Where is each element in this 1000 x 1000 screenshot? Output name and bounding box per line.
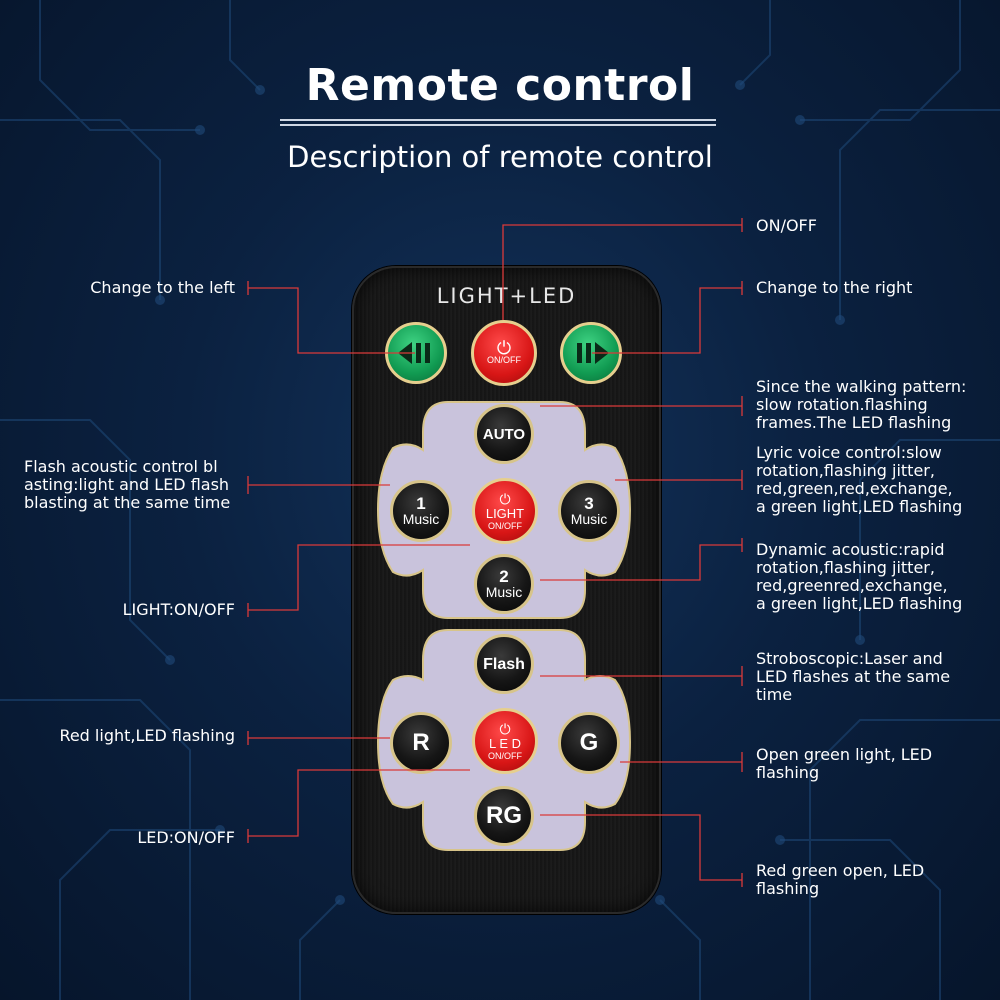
g-button[interactable]: G <box>558 712 620 774</box>
music3-button[interactable]: 3 Music <box>558 480 620 542</box>
rg-button[interactable]: RG <box>474 786 534 846</box>
flash-button-label: Flash <box>483 655 525 673</box>
led-button-sublabel: ON/OFF <box>488 750 522 761</box>
led-power-icon: ⏻ <box>499 720 511 737</box>
label-lyric: Lyric voice control:slow rotation,flashi… <box>756 444 996 516</box>
label-lyric-line: a green light,LED flashing <box>756 497 963 516</box>
label-strobe: Stroboscopic:Laser and LED flashes at th… <box>756 650 996 704</box>
label-flash-acoustic: Flash acoustic control bl asting:light a… <box>24 458 246 512</box>
r-button-label: R <box>412 729 430 756</box>
label-lyric-line: rotation,flashing jitter, <box>756 461 935 480</box>
label-strobe-line: Stroboscopic:Laser and <box>756 649 943 668</box>
label-light-on-off: LIGHT:ON/OFF <box>122 600 235 619</box>
title-divider-2 <box>280 124 716 126</box>
led-button-label: L E D <box>488 735 522 751</box>
flash-button[interactable]: Flash <box>474 634 534 694</box>
auto-button-label: AUTO <box>482 425 526 443</box>
rg-button-label: RG <box>486 802 522 829</box>
next-button[interactable] <box>560 322 622 384</box>
skip-right-icon <box>577 342 609 364</box>
music2-button-label: Music <box>485 584 523 600</box>
label-flash-acoustic-line: Flash acoustic control bl <box>24 457 218 476</box>
music2-button[interactable]: 2 Music <box>474 554 534 614</box>
label-flash-acoustic-line: asting:light and LED flash <box>24 475 230 494</box>
music3-button-label: Music <box>570 511 608 527</box>
music3-button-number: 3 <box>584 494 594 513</box>
light-power-icon: ⏻ <box>499 490 511 507</box>
label-dynamic-line: rotation,flashing jitter, <box>756 558 935 577</box>
label-lyric-line: Lyric voice control:slow <box>756 443 942 462</box>
r-button[interactable]: R <box>390 712 452 774</box>
label-green-light-line: Open green light, LED <box>756 745 933 764</box>
g-button-label: G <box>579 729 599 756</box>
title-divider <box>280 119 716 121</box>
skip-left-icon <box>398 342 430 364</box>
label-green-light-line: flashing <box>756 763 820 782</box>
music1-button-number: 1 <box>416 494 426 513</box>
label-dynamic-line: Dynamic acoustic:rapid <box>756 540 945 559</box>
auto-button[interactable]: AUTO <box>474 404 534 464</box>
label-dynamic-line: a green light,LED flashing <box>756 594 963 613</box>
label-change-left: Change to the left <box>90 278 235 297</box>
label-auto: Since the walking pattern: slow rotation… <box>756 378 996 432</box>
led-button[interactable]: ⏻ L E D ON/OFF <box>472 708 538 774</box>
label-red-green: Red green open, LED flashing <box>756 862 996 898</box>
label-red-light: Red light,LED flashing <box>59 726 235 745</box>
label-flash-acoustic-line: blasting at the same time <box>24 493 231 512</box>
music1-button[interactable]: 1 Music <box>390 480 452 542</box>
power-icon: ⏻ <box>496 338 512 358</box>
label-strobe-line: LED flashes at the same <box>756 667 951 686</box>
label-led-on-off: LED:ON/OFF <box>137 828 235 847</box>
label-on-off: ON/OFF <box>756 216 817 235</box>
label-change-right: Change to the right <box>756 278 913 297</box>
label-lyric-line: red,green,red,exchange, <box>756 479 953 498</box>
page-title: Remote control <box>305 60 695 111</box>
label-red-green-line: flashing <box>756 879 820 898</box>
light-button-label: LIGHT <box>485 505 525 521</box>
label-dynamic-line: red,greenred,exchange, <box>756 576 948 595</box>
music2-button-number: 2 <box>499 567 509 586</box>
label-dynamic: Dynamic acoustic:rapid rotation,flashing… <box>756 541 996 613</box>
label-auto-line: frames.The LED flashing <box>756 413 952 432</box>
label-red-green-line: Red green open, LED <box>756 861 925 880</box>
page-subtitle: Description of remote control <box>287 140 713 174</box>
label-green-light: Open green light, LED flashing <box>756 746 996 782</box>
label-auto-line: slow rotation.flashing <box>756 395 928 414</box>
music1-button-label: Music <box>402 511 440 527</box>
light-button-sublabel: ON/OFF <box>488 520 522 531</box>
prev-button[interactable] <box>385 322 447 384</box>
light-button[interactable]: ⏻ LIGHT ON/OFF <box>472 478 538 544</box>
label-auto-line: Since the walking pattern: <box>756 377 967 396</box>
power-button-label: ON/OFF <box>487 355 521 365</box>
label-strobe-line: time <box>756 685 793 704</box>
power-button[interactable]: ⏻ ON/OFF <box>471 320 537 386</box>
